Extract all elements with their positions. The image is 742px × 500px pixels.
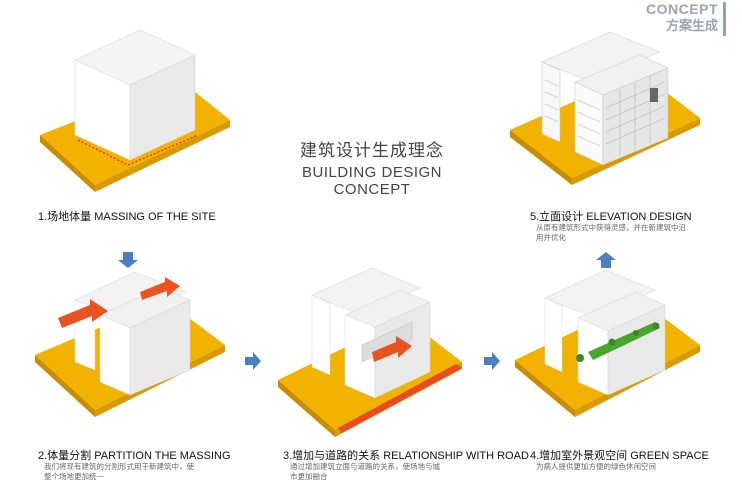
corner-title: CONCEPT 方案生成 <box>646 2 718 32</box>
step-4-label: 4.增加室外景观空间 GREEN SPACE <box>530 450 709 462</box>
partition-arrow-2 <box>58 299 108 328</box>
stage-2-partition <box>35 271 225 417</box>
arrow-right-icon <box>245 352 261 370</box>
concept-subheading: 方案生成 <box>665 17 718 33</box>
concept-heading: CONCEPT <box>646 1 718 17</box>
step-2-desc: 我们将现有建筑的分割形式用于新建筑中，使 整个场地更加统一 <box>44 462 194 482</box>
stage-4-green <box>515 269 700 417</box>
road-arrow <box>372 336 412 362</box>
step-5-label: 5.立面设计 ELEVATION DESIGN <box>530 211 692 223</box>
step-1-label: 1.场地体量 MASSING OF THE SITE <box>38 211 216 223</box>
step-5-desc: 从原有建筑形式中获得灵感，并在新建筑中沿 用并优化 <box>536 223 686 243</box>
arrow-down-icon <box>118 252 138 268</box>
step-4-desc: 为病人提供更加方便的绿色休闲空间 <box>536 462 656 471</box>
arrow-right-icon <box>484 352 500 370</box>
main-title-cn: 建筑设计生成理念 <box>300 141 444 160</box>
stage-1-massing <box>40 29 230 192</box>
green-terrace <box>588 322 660 360</box>
stage-5-elevation <box>510 31 700 185</box>
main-title: 建筑设计生成理念 BUILDING DESIGN CONCEPT <box>262 136 482 198</box>
corner-accent-bar <box>723 2 726 36</box>
arrow-up-icon <box>596 252 616 268</box>
partition-arrow-1 <box>140 277 180 300</box>
road-strip <box>338 364 462 433</box>
main-title-en: BUILDING DESIGN CONCEPT <box>301 164 443 198</box>
step-3-desc: 通过增加建筑立面与道路的关系，使场地与城 市更加融合 <box>290 462 440 482</box>
step-3-label: 3.增加与道路的关系 RELATIONSHIP WITH ROAD <box>283 450 529 462</box>
stage-3-road <box>278 267 462 437</box>
step-2-label: 2.体量分割 PARTITION THE MASSING <box>38 450 231 462</box>
